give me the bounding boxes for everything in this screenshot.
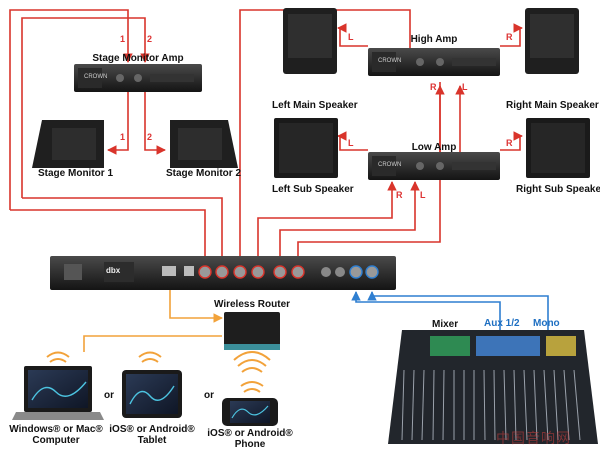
mono-label: Mono bbox=[533, 318, 560, 329]
tablet-device bbox=[122, 370, 182, 418]
or-label-2: or bbox=[204, 390, 214, 401]
wire-label-low-r: R bbox=[506, 138, 513, 148]
wire-label-high-r-up: R bbox=[430, 82, 437, 92]
wire-label-high-l-up: L bbox=[462, 82, 468, 92]
wifi-icon-tablet bbox=[138, 351, 162, 363]
left-sub-speaker-box bbox=[274, 118, 338, 178]
or-label-1: or bbox=[104, 390, 114, 401]
high-amp bbox=[368, 48, 500, 76]
wire-label-low-l-down: L bbox=[420, 190, 426, 200]
processor-brand: dbx bbox=[106, 266, 121, 275]
high-amp-label: High Amp bbox=[410, 34, 458, 45]
wire-label-ch2-top: 2 bbox=[147, 34, 153, 44]
low-amp-brand: CROWN bbox=[378, 162, 402, 168]
wire-label-ch1-top: 1 bbox=[120, 34, 126, 44]
wire-label-high-r: R bbox=[506, 32, 513, 42]
right-main-speaker-label: Right Main Speaker bbox=[506, 100, 599, 111]
aux-label: Aux 1/2 bbox=[484, 318, 520, 329]
wireless-router-device bbox=[224, 312, 280, 350]
stage-monitor-2-speaker bbox=[170, 120, 238, 168]
wifi-icon-phone bbox=[240, 381, 264, 393]
mixer-input-wires bbox=[351, 291, 549, 330]
left-main-speaker-label: Left Main Speaker bbox=[272, 100, 358, 111]
wifi-icon-computer bbox=[46, 351, 70, 363]
left-main-speaker-box bbox=[283, 8, 337, 74]
mixer-label: Mixer bbox=[432, 319, 459, 330]
stage-monitor-amp-label: Stage Monitor Amp bbox=[92, 53, 184, 64]
phone-label: iOS® or Android® Phone bbox=[207, 428, 293, 450]
low-amp bbox=[368, 152, 500, 180]
stage-monitor-1-speaker bbox=[32, 120, 104, 168]
right-sub-speaker-box bbox=[526, 118, 590, 178]
left-sub-speaker-label: Left Sub Speaker bbox=[272, 184, 354, 195]
stage-monitor-1-label: Stage Monitor 1 bbox=[38, 168, 114, 179]
wire-label-low-r-down: R bbox=[396, 190, 403, 200]
laptop-computer bbox=[12, 366, 104, 420]
low-amp-label: Low Amp bbox=[411, 142, 457, 153]
watermark: 中国音响网 bbox=[496, 431, 571, 447]
wire-label-high-l: L bbox=[348, 32, 354, 42]
wire-label-low-l: L bbox=[348, 138, 354, 148]
stage-monitor-2-label: Stage Monitor 2 bbox=[166, 168, 242, 179]
tablet-label: iOS® or Android® Tablet bbox=[109, 424, 195, 446]
mixer-console bbox=[388, 330, 598, 444]
dbx-processor bbox=[50, 256, 396, 290]
wireless-router-label: Wireless Router bbox=[213, 299, 291, 310]
right-sub-speaker-label: Right Sub Speaker bbox=[516, 184, 600, 195]
right-main-speaker-box bbox=[525, 8, 579, 74]
network-wires bbox=[83, 282, 223, 352]
phone-device bbox=[222, 398, 278, 426]
stage-amp-brand: CROWN bbox=[84, 74, 108, 80]
wire-label-ch1-bottom: 1 bbox=[120, 132, 126, 142]
wire-label-ch2-bottom: 2 bbox=[147, 132, 153, 142]
stage-monitor-amp bbox=[74, 64, 202, 92]
wifi-icon-router bbox=[233, 351, 271, 373]
computer-label: Windows® or Mac® Computer bbox=[9, 424, 103, 446]
high-amp-brand: CROWN bbox=[378, 58, 402, 64]
